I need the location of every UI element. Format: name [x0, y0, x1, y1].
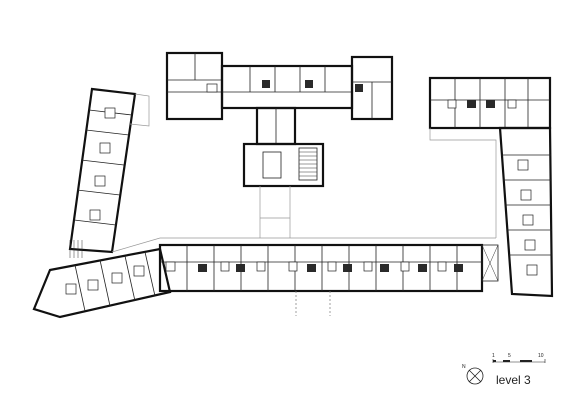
central-block [165, 51, 394, 238]
bottom-wing [158, 243, 499, 316]
left-wing [68, 87, 150, 254]
stair-central [298, 147, 318, 181]
north-label: N [462, 364, 466, 370]
scale-tick-1: 1 [492, 353, 495, 359]
north-arrow-icon: N [462, 364, 484, 385]
scale-tick-10: 10 [538, 353, 544, 359]
level-title: level 3 [496, 373, 531, 387]
scale-tick-5: 5 [508, 353, 511, 359]
stair-left [69, 240, 83, 258]
bottom-left-wing [32, 237, 496, 319]
scale-bar-icon: 1 5 10 [492, 353, 546, 363]
right-wing [428, 76, 554, 298]
